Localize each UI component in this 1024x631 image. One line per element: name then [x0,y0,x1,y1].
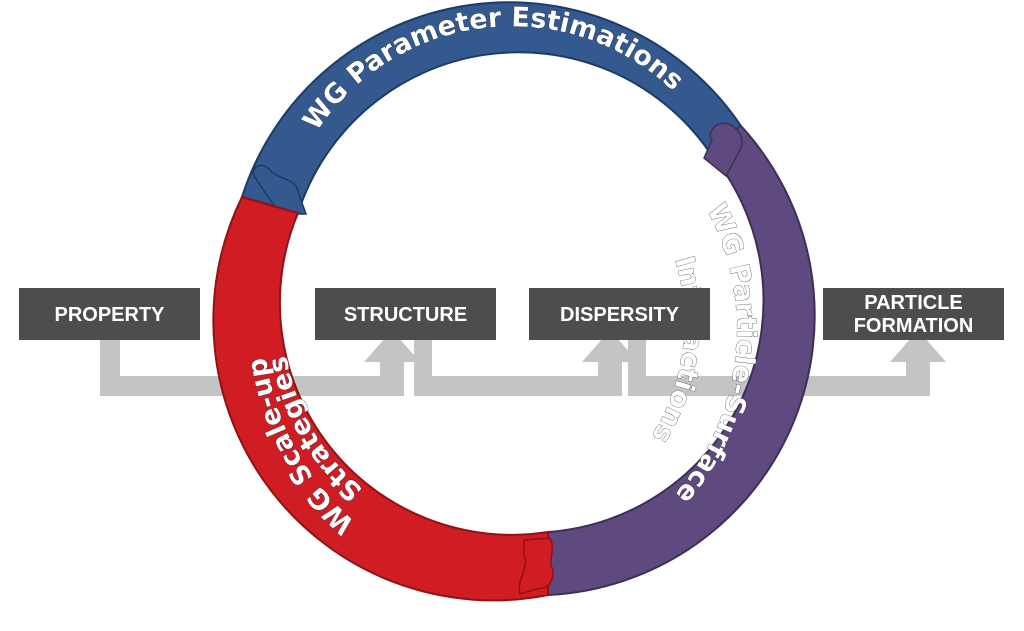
box-dispersity-label: DISPERSITY [560,304,680,326]
box-particle-formation-label-line1: PARTICLE [864,292,963,314]
box-structure: STRUCTURE [315,288,496,340]
box-property-label: PROPERTY [54,304,165,326]
puzzle-knob-red-purple [518,537,554,595]
arrow-dispersity-to-particle-formation [628,330,946,396]
puzzle-knob-purple-blue [703,122,743,178]
arrow-property-to-structure [100,330,420,396]
arrow-structure-to-dispersity [414,330,638,396]
ring-segment-scale-up-strategies [212,195,549,602]
working-group-ring [212,1,816,602]
box-particle-formation-label-line2: FORMATION [854,315,974,337]
puzzle-knob-blue-red [252,164,308,215]
box-property: PROPERTY [19,288,200,340]
ring-segment-particle-surface-interactions [547,124,816,597]
box-particle-formation: PARTICLE FORMATION [823,288,1004,340]
flow-arrows [100,330,946,396]
box-structure-label: STRUCTURE [344,304,467,326]
label-particle-surface-line2: Interactions [646,253,709,449]
box-dispersity: DISPERSITY [529,288,710,340]
